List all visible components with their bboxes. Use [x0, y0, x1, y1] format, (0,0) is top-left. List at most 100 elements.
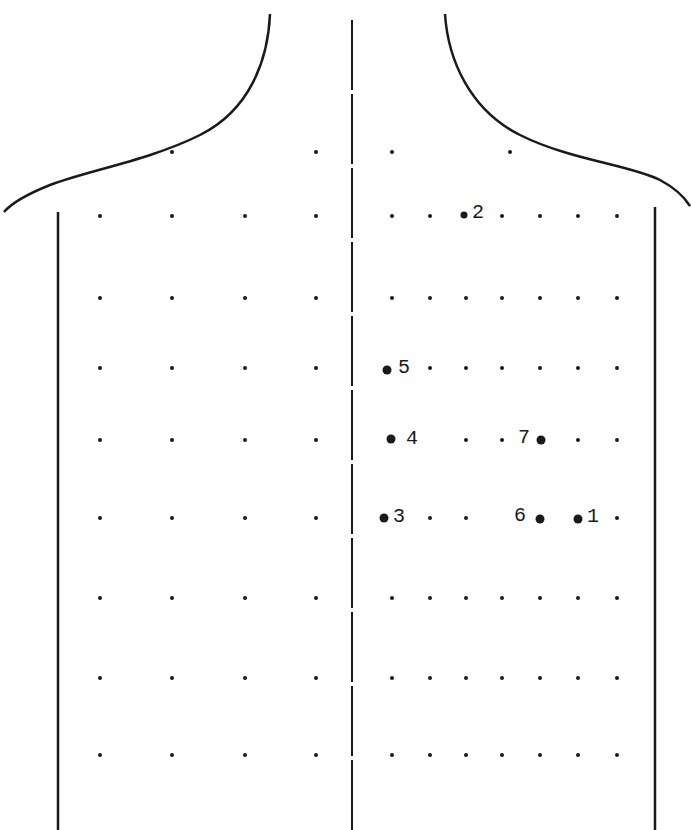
- grid-dot: [500, 296, 504, 300]
- grid-dot: [98, 214, 102, 218]
- grid-dot: [390, 150, 394, 154]
- callout-number: 1: [587, 507, 599, 527]
- grid-dot: [170, 214, 174, 218]
- grid-dot: [243, 676, 247, 680]
- grid-dot: [428, 516, 432, 520]
- grid-dot: [538, 366, 542, 370]
- grid-dot: [464, 296, 468, 300]
- grid-dot: [615, 596, 619, 600]
- grid-dot: [500, 214, 504, 218]
- grid-dot: [314, 150, 318, 154]
- grid-dot: [314, 516, 318, 520]
- grid-dot: [500, 596, 504, 600]
- grid-dot: [500, 366, 504, 370]
- grid-dot: [508, 150, 512, 154]
- grid-dot: [170, 438, 174, 442]
- grid-dot: [98, 296, 102, 300]
- left-side-line: [57, 212, 60, 830]
- grid-dot: [243, 753, 247, 757]
- grid-dot: [576, 676, 580, 680]
- grid-dot: [428, 676, 432, 680]
- grid-dot: [428, 753, 432, 757]
- grid-dot: [464, 438, 468, 442]
- marked-point: [380, 514, 389, 523]
- grid-dot: [615, 296, 619, 300]
- grid-dot: [243, 366, 247, 370]
- grid-dot: [243, 596, 247, 600]
- grid-dot: [98, 438, 102, 442]
- grid-dot: [243, 296, 247, 300]
- grid-dot: [576, 366, 580, 370]
- grid-dot: [243, 214, 247, 218]
- callout-number: 5: [398, 358, 410, 378]
- grid-dot: [428, 296, 432, 300]
- callout-number: 6: [514, 506, 526, 526]
- right-shoulder: [445, 14, 690, 206]
- grid-dot: [170, 150, 174, 154]
- grid-dot: [98, 516, 102, 520]
- grid-dot: [428, 214, 432, 218]
- marked-points: [380, 212, 583, 524]
- grid-dot: [243, 516, 247, 520]
- grid-dot: [98, 753, 102, 757]
- grid-dot: [314, 753, 318, 757]
- grid-dot: [464, 676, 468, 680]
- marked-point: [574, 515, 583, 524]
- grid-dot: [615, 753, 619, 757]
- grid-dot: [538, 596, 542, 600]
- grid-dot: [390, 676, 394, 680]
- grid-dot: [170, 516, 174, 520]
- grid-dot: [464, 596, 468, 600]
- callout-number: 7: [518, 428, 530, 448]
- grid-dot: [390, 296, 394, 300]
- grid-dot: [538, 753, 542, 757]
- grid-dot: [615, 516, 619, 520]
- grid-dot: [615, 438, 619, 442]
- grid-dot: [170, 366, 174, 370]
- grid-dot: [538, 676, 542, 680]
- right-side-line: [654, 207, 657, 830]
- grid-dot: [170, 676, 174, 680]
- marked-point: [461, 212, 468, 219]
- grid-dot: [98, 366, 102, 370]
- grid-dot: [500, 753, 504, 757]
- grid-dot: [170, 753, 174, 757]
- grid-dot: [314, 214, 318, 218]
- grid-dot: [243, 438, 247, 442]
- grid-dot: [170, 596, 174, 600]
- grid-dot: [170, 296, 174, 300]
- grid-dot: [576, 214, 580, 218]
- grid-dot: [576, 296, 580, 300]
- grid-dot: [615, 366, 619, 370]
- grid-dot: [538, 296, 542, 300]
- left-shoulder: [4, 14, 270, 212]
- grid-dot: [428, 596, 432, 600]
- grid-dot: [314, 366, 318, 370]
- grid-dot: [576, 596, 580, 600]
- grid-dot: [98, 676, 102, 680]
- grid-dot: [464, 753, 468, 757]
- callout-number: 3: [393, 507, 405, 527]
- grid-dot: [615, 214, 619, 218]
- grid-dot: [615, 676, 619, 680]
- grid-dots: [98, 150, 619, 757]
- grid-dot: [390, 214, 394, 218]
- grid-dot: [390, 596, 394, 600]
- grid-dot: [576, 753, 580, 757]
- marked-point: [387, 435, 396, 444]
- grid-dot: [428, 366, 432, 370]
- grid-dot: [314, 676, 318, 680]
- callout-number: 2: [472, 203, 484, 223]
- grid-dot: [464, 516, 468, 520]
- grid-dot: [576, 438, 580, 442]
- grid-dot: [314, 296, 318, 300]
- grid-dot: [464, 366, 468, 370]
- marked-point: [536, 515, 545, 524]
- grid-dot: [538, 214, 542, 218]
- grid-dot: [314, 438, 318, 442]
- marked-point: [537, 436, 546, 445]
- midline: [351, 20, 353, 830]
- grid-dot: [98, 596, 102, 600]
- grid-dot: [500, 438, 504, 442]
